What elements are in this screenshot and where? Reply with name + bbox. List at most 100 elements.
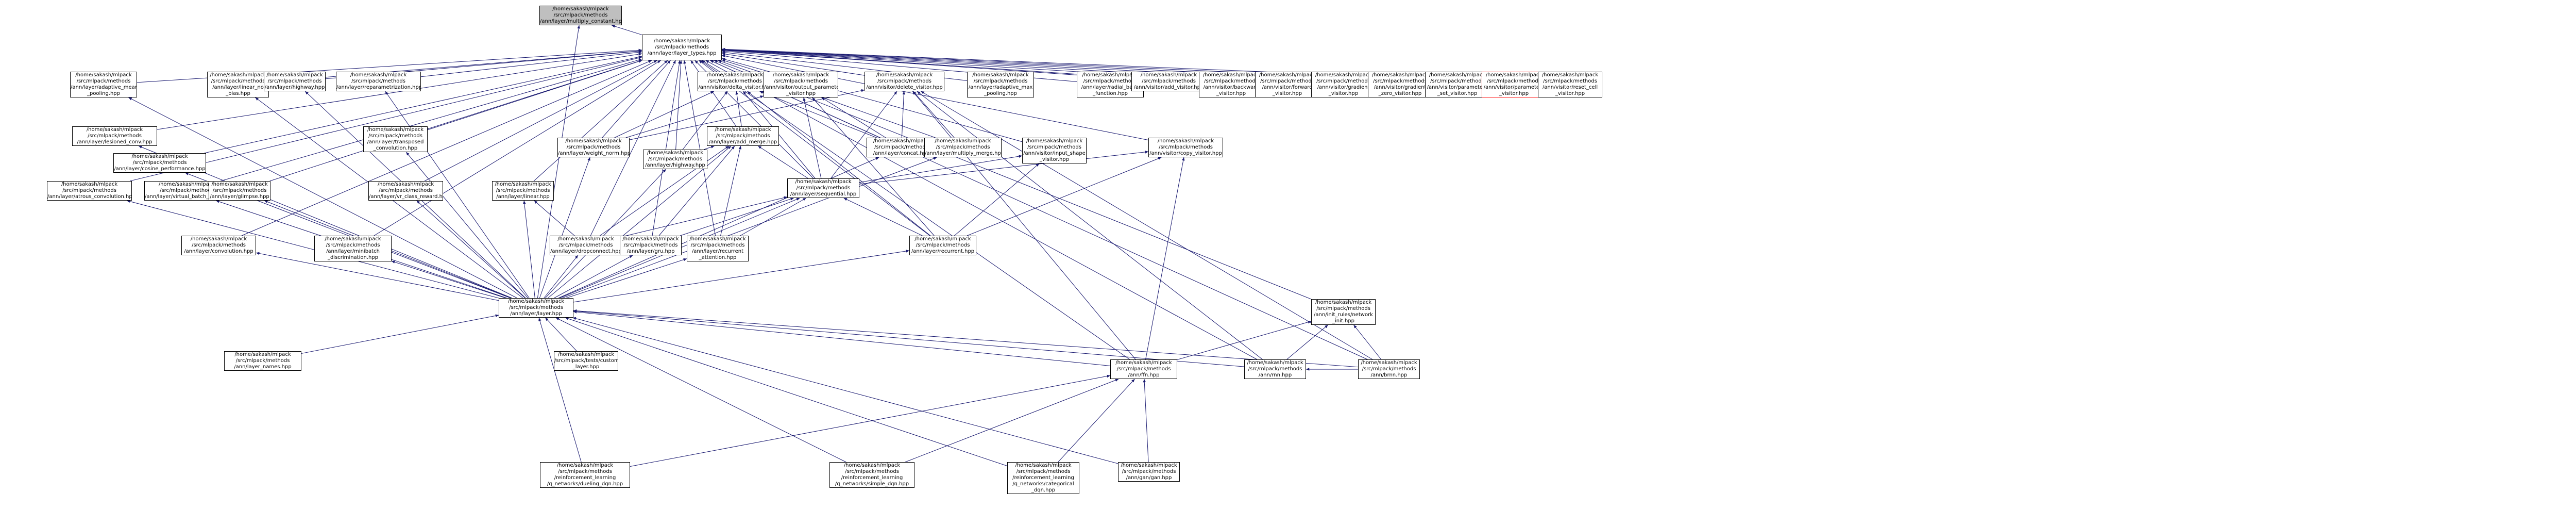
- node-add-merge[interactable]: /home/sakash/mlpack/src/mlpack/methods/a…: [707, 126, 779, 146]
- node-label-line: /ann/layer/highway.hpp: [264, 85, 325, 90]
- node-label-line: _set_visitor.hpp: [1437, 91, 1478, 96]
- node-cosine[interactable]: /home/sakash/mlpack/src/mlpack/methods/a…: [113, 153, 206, 173]
- node-forward-visitor[interactable]: /home/sakash/mlpack/src/mlpack/methods/a…: [1255, 72, 1319, 97]
- node-label-line: /home/sakash/mlpack: [653, 38, 710, 44]
- node-vr-class-reward[interactable]: /home/sakash/mlpack/src/mlpack/methods/a…: [368, 181, 443, 201]
- node-highway[interactable]: /home/sakash/mlpack/src/mlpack/methods/a…: [643, 150, 707, 169]
- node-label-line: /ann/visitor/delete_visitor.hpp: [866, 85, 943, 90]
- node-init-rules[interactable]: /home/sakash/mlpack/src/mlpack/methods/a…: [1311, 299, 1376, 325]
- node-gradient-visitor[interactable]: /home/sakash/mlpack/src/mlpack/methods/a…: [1311, 72, 1376, 97]
- node-label-line: /ann/visitor/add_visitor.hpp: [1133, 85, 1204, 90]
- node-label-line: _visitor.hpp: [1216, 91, 1246, 96]
- edge-ffn-to-copy_visitor: [1145, 157, 1185, 360]
- node-recurrent-attention[interactable]: /home/sakash/mlpack/src/mlpack/methods/a…: [687, 236, 749, 261]
- edge-weight_norm-to-output_param: [625, 95, 764, 138]
- edge-brnn-to-layer: [573, 309, 1359, 368]
- node-recurrent[interactable]: /home/sakash/mlpack/src/mlpack/methods/a…: [909, 236, 976, 255]
- node-label-line: /reinforcement_learning: [1012, 475, 1074, 481]
- node-transposed-conv[interactable]: /home/sakash/mlpack/src/mlpack/methods/a…: [363, 126, 428, 152]
- edge-delete_visitor-to-layer_types: [721, 53, 865, 76]
- node-ffn[interactable]: /home/sakash/mlpack/src/mlpack/methods/a…: [1110, 359, 1177, 379]
- node-label-line: /src/mlpack/methods: [1316, 306, 1370, 311]
- node-input-shape[interactable]: /home/sakash/mlpack/src/mlpack/methods/a…: [1022, 138, 1087, 163]
- edge-simple_dqn-to-layer: [555, 317, 846, 463]
- node-adaptive-max[interactable]: /home/sakash/mlpack/src/mlpack/methods/a…: [967, 72, 1034, 97]
- node-weight-norm[interactable]: /home/sakash/mlpack/src/mlpack/methods/a…: [557, 138, 630, 157]
- node-reset-cell[interactable]: /home/sakash/mlpack/src/mlpack/methods/a…: [1538, 72, 1602, 97]
- node-atrous-conv[interactable]: /home/sakash/mlpack/src/mlpack/methods/a…: [47, 181, 132, 201]
- node-add-visitor[interactable]: /home/sakash/mlpack/src/mlpack/methods/a…: [1131, 72, 1206, 91]
- node-label-line: /src/mlpack/methods: [235, 358, 290, 364]
- edge-weight_norm-to-delete_visitor: [629, 89, 865, 140]
- node-lstm[interactable]: /home/sakash/mlpack/src/mlpack/methods/a…: [620, 236, 682, 255]
- node-adaptive-mean[interactable]: /home/sakash/mlpack/src/mlpack/methods/a…: [70, 72, 137, 97]
- node-label-line: /home/sakash/mlpack: [565, 138, 622, 144]
- node-categorical-dqn[interactable]: /home/sakash/mlpack/src/mlpack/methods/r…: [1007, 462, 1079, 494]
- node-output-param[interactable]: /home/sakash/mlpack/src/mlpack/methods/a…: [764, 72, 838, 97]
- edge-layer-to-vr_class_reward: [416, 200, 526, 299]
- node-delta-visitor[interactable]: /home/sakash/mlpack/src/mlpack/methods/a…: [698, 72, 772, 91]
- node-label-line: /home/sakash/mlpack: [158, 182, 215, 187]
- edge-glimpse-to-layer_types: [269, 60, 642, 182]
- node-gradient-zero[interactable]: /home/sakash/mlpack/src/mlpack/methods/a…: [1368, 72, 1432, 97]
- node-brnn[interactable]: /home/sakash/mlpack/src/mlpack/methods/a…: [1358, 359, 1420, 379]
- node-label-line: /ann/layer/multiply_constant.hpp: [540, 19, 622, 24]
- node-layer-names[interactable]: /home/sakash/mlpack/src/mlpack/methods/a…: [224, 351, 301, 371]
- node-rnn[interactable]: /home/sakash/mlpack/src/mlpack/methods/a…: [1244, 359, 1306, 379]
- node-label-line: /ann/layer/dropconnect.hpp: [550, 249, 622, 254]
- node-label-line: /src/mlpack/methods: [558, 242, 613, 248]
- edge-lstm-to-sequential: [680, 198, 794, 236]
- node-backward-visitor[interactable]: /home/sakash/mlpack/src/mlpack/methods/a…: [1199, 72, 1263, 97]
- node-sequential[interactable]: /home/sakash/mlpack/src/mlpack/methods/a…: [787, 178, 859, 198]
- node-layer[interactable]: /home/sakash/mlpack/src/mlpack/methods/a…: [499, 298, 573, 318]
- node-parameters-visitor[interactable]: /home/sakash/mlpack/src/mlpack/methods/a…: [1482, 72, 1546, 97]
- edge-recurrent-to-output_param: [812, 97, 935, 236]
- node-label-line: _zero_visitor.hpp: [1378, 91, 1422, 96]
- node-label-line: /ann/layer/glimpse.hpp: [210, 194, 269, 200]
- edge-reparam-to-layer_types: [420, 51, 642, 77]
- edge-rnn-to-layer: [573, 309, 1245, 367]
- edge-virtual_batch-to-layer_types: [221, 58, 642, 182]
- node-convolution[interactable]: /home/sakash/mlpack/src/mlpack/methods/a…: [181, 236, 256, 255]
- node-minibatch[interactable]: /home/sakash/mlpack/src/mlpack/methods/a…: [314, 236, 392, 261]
- node-root: /home/sakash/mlpack/src/mlpack/methods/a…: [539, 6, 622, 25]
- node-label-line: /ann/layer/layer.hpp: [510, 311, 562, 317]
- node-label-line: /ann/layer/adaptive_mean: [71, 85, 137, 90]
- edge-add_merge-to-delta_visitor: [735, 91, 742, 127]
- node-lesioned[interactable]: /home/sakash/mlpack/src/mlpack/methods/a…: [72, 126, 157, 146]
- node-label-line: /src/mlpack/methods: [62, 188, 116, 193]
- node-simple-dqn[interactable]: /home/sakash/mlpack/src/mlpack/methods/r…: [829, 462, 914, 488]
- edge-layer-to-multiply_merge: [562, 157, 937, 299]
- node-label-line: /ann/layer/cosine_performance.hpp: [114, 166, 206, 172]
- node-linear-no-bias[interactable]: /home/sakash/mlpack/src/mlpack/methods/a…: [207, 72, 269, 97]
- node-parameters-set[interactable]: /home/sakash/mlpack/src/mlpack/methods/a…: [1425, 72, 1489, 97]
- node-multiply-merge[interactable]: /home/sakash/mlpack/src/mlpack/methods/a…: [924, 138, 1002, 157]
- node-layer-types[interactable]: /home/sakash/mlpack/src/mlpack/methods/a…: [642, 35, 722, 60]
- node-highway-fwd[interactable]: /home/sakash/mlpack/src/mlpack/methods/a…: [264, 72, 326, 91]
- node-delete-visitor[interactable]: /home/sakash/mlpack/src/mlpack/methods/a…: [865, 72, 944, 91]
- node-label-line: /ann/layer/radial_basis: [1081, 85, 1140, 90]
- node-glimpse[interactable]: /home/sakash/mlpack/src/mlpack/methods/a…: [209, 181, 270, 201]
- node-custom-layer[interactable]: /home/sakash/mlpack/src/mlpack/tests/cus…: [554, 351, 618, 371]
- edge-recurrent-to-input_shape: [954, 163, 1040, 236]
- node-label-line: /home/sakash/mlpack: [552, 6, 609, 12]
- node-gan[interactable]: /home/sakash/mlpack/src/mlpack/methods/a…: [1118, 462, 1180, 482]
- edge-categorical_dqn-to-ffn: [1058, 379, 1135, 463]
- node-label-line: /home/sakash/mlpack: [647, 150, 704, 156]
- edge-sequential-to-output_param: [803, 97, 822, 179]
- node-copy-visitor[interactable]: /home/sakash/mlpack/src/mlpack/methods/a…: [1148, 138, 1223, 157]
- node-label-line: /src/mlpack/methods: [1122, 469, 1176, 474]
- edge-concat-to-output_param: [821, 97, 886, 138]
- edge-layer-to-convolution: [256, 252, 499, 301]
- node-linear[interactable]: /home/sakash/mlpack/src/mlpack/methods/a…: [492, 181, 554, 201]
- node-label-line: /home/sakash/mlpack: [210, 72, 266, 78]
- node-label-line: /ann/init_rules/network: [1314, 312, 1373, 318]
- node-dropconnect[interactable]: /home/sakash/mlpack/src/mlpack/methods/a…: [550, 236, 622, 255]
- edge-add_merge-to-layer_types: [690, 60, 737, 127]
- node-label-line: /src/mlpack/methods: [1016, 469, 1071, 474]
- node-reparam[interactable]: /home/sakash/mlpack/src/mlpack/methods/a…: [336, 72, 421, 91]
- node-dueling-dqn[interactable]: /home/sakash/mlpack/src/mlpack/methods/r…: [540, 462, 630, 488]
- node-label-line: /home/sakash/mlpack: [706, 72, 764, 78]
- node-label-line: /src/mlpack/methods: [973, 78, 1028, 84]
- node-label-line: /home/sakash/mlpack: [1157, 138, 1214, 144]
